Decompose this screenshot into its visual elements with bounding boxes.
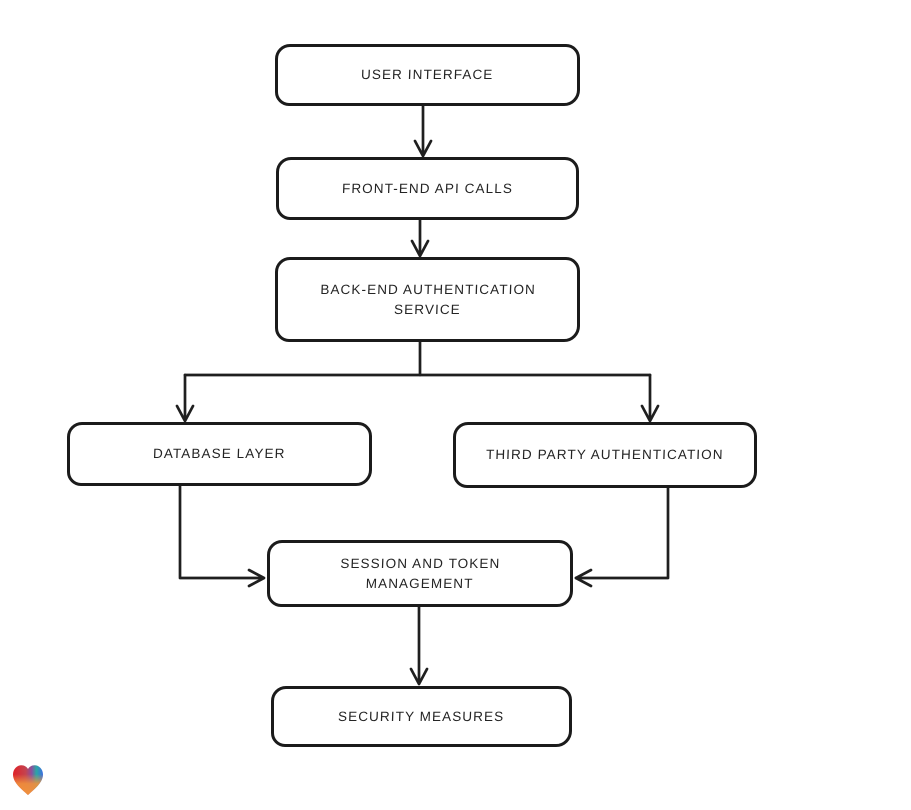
node-third-party-authentication: THIRD PARTY AUTHENTICATION <box>453 422 757 488</box>
node-security-measures: SECURITY MEASURES <box>271 686 572 747</box>
node-session-and-token-management: SESSION AND TOKEN MANAGEMENT <box>267 540 573 607</box>
edge-third-party-to-session-management <box>574 486 670 588</box>
edge-back-end-authentication-branch <box>175 340 660 423</box>
node-database-layer: DATABASE LAYER <box>67 422 372 486</box>
node-label: USER INTERFACE <box>361 67 494 82</box>
node-label: SECURITY MEASURES <box>338 708 505 724</box>
heart-logo-icon <box>13 765 43 795</box>
edge-user-interface-to-front-end-api-calls <box>413 104 433 158</box>
node-label: SESSION AND TOKEN MANAGEMENT <box>340 555 501 591</box>
edge-front-end-api-calls-to-back-end-authentication <box>410 218 430 258</box>
node-user-interface: USER INTERFACE <box>275 44 580 106</box>
node-label: BACK-END AUTHENTICATION SERVICE <box>319 281 536 317</box>
node-back-end-authentication-service: BACK-END AUTHENTICATION SERVICE <box>275 257 580 342</box>
node-label: DATABASE LAYER <box>153 446 286 461</box>
node-label: THIRD PARTY AUTHENTICATION <box>485 447 725 462</box>
node-label: FRONT-END API CALLS <box>341 180 514 196</box>
edge-database-layer-to-session-management <box>178 484 266 588</box>
edge-session-management-to-security-measures <box>409 605 429 686</box>
heart-shape-overlay <box>13 765 43 795</box>
node-front-end-api-calls: FRONT-END API CALLS <box>276 157 579 220</box>
